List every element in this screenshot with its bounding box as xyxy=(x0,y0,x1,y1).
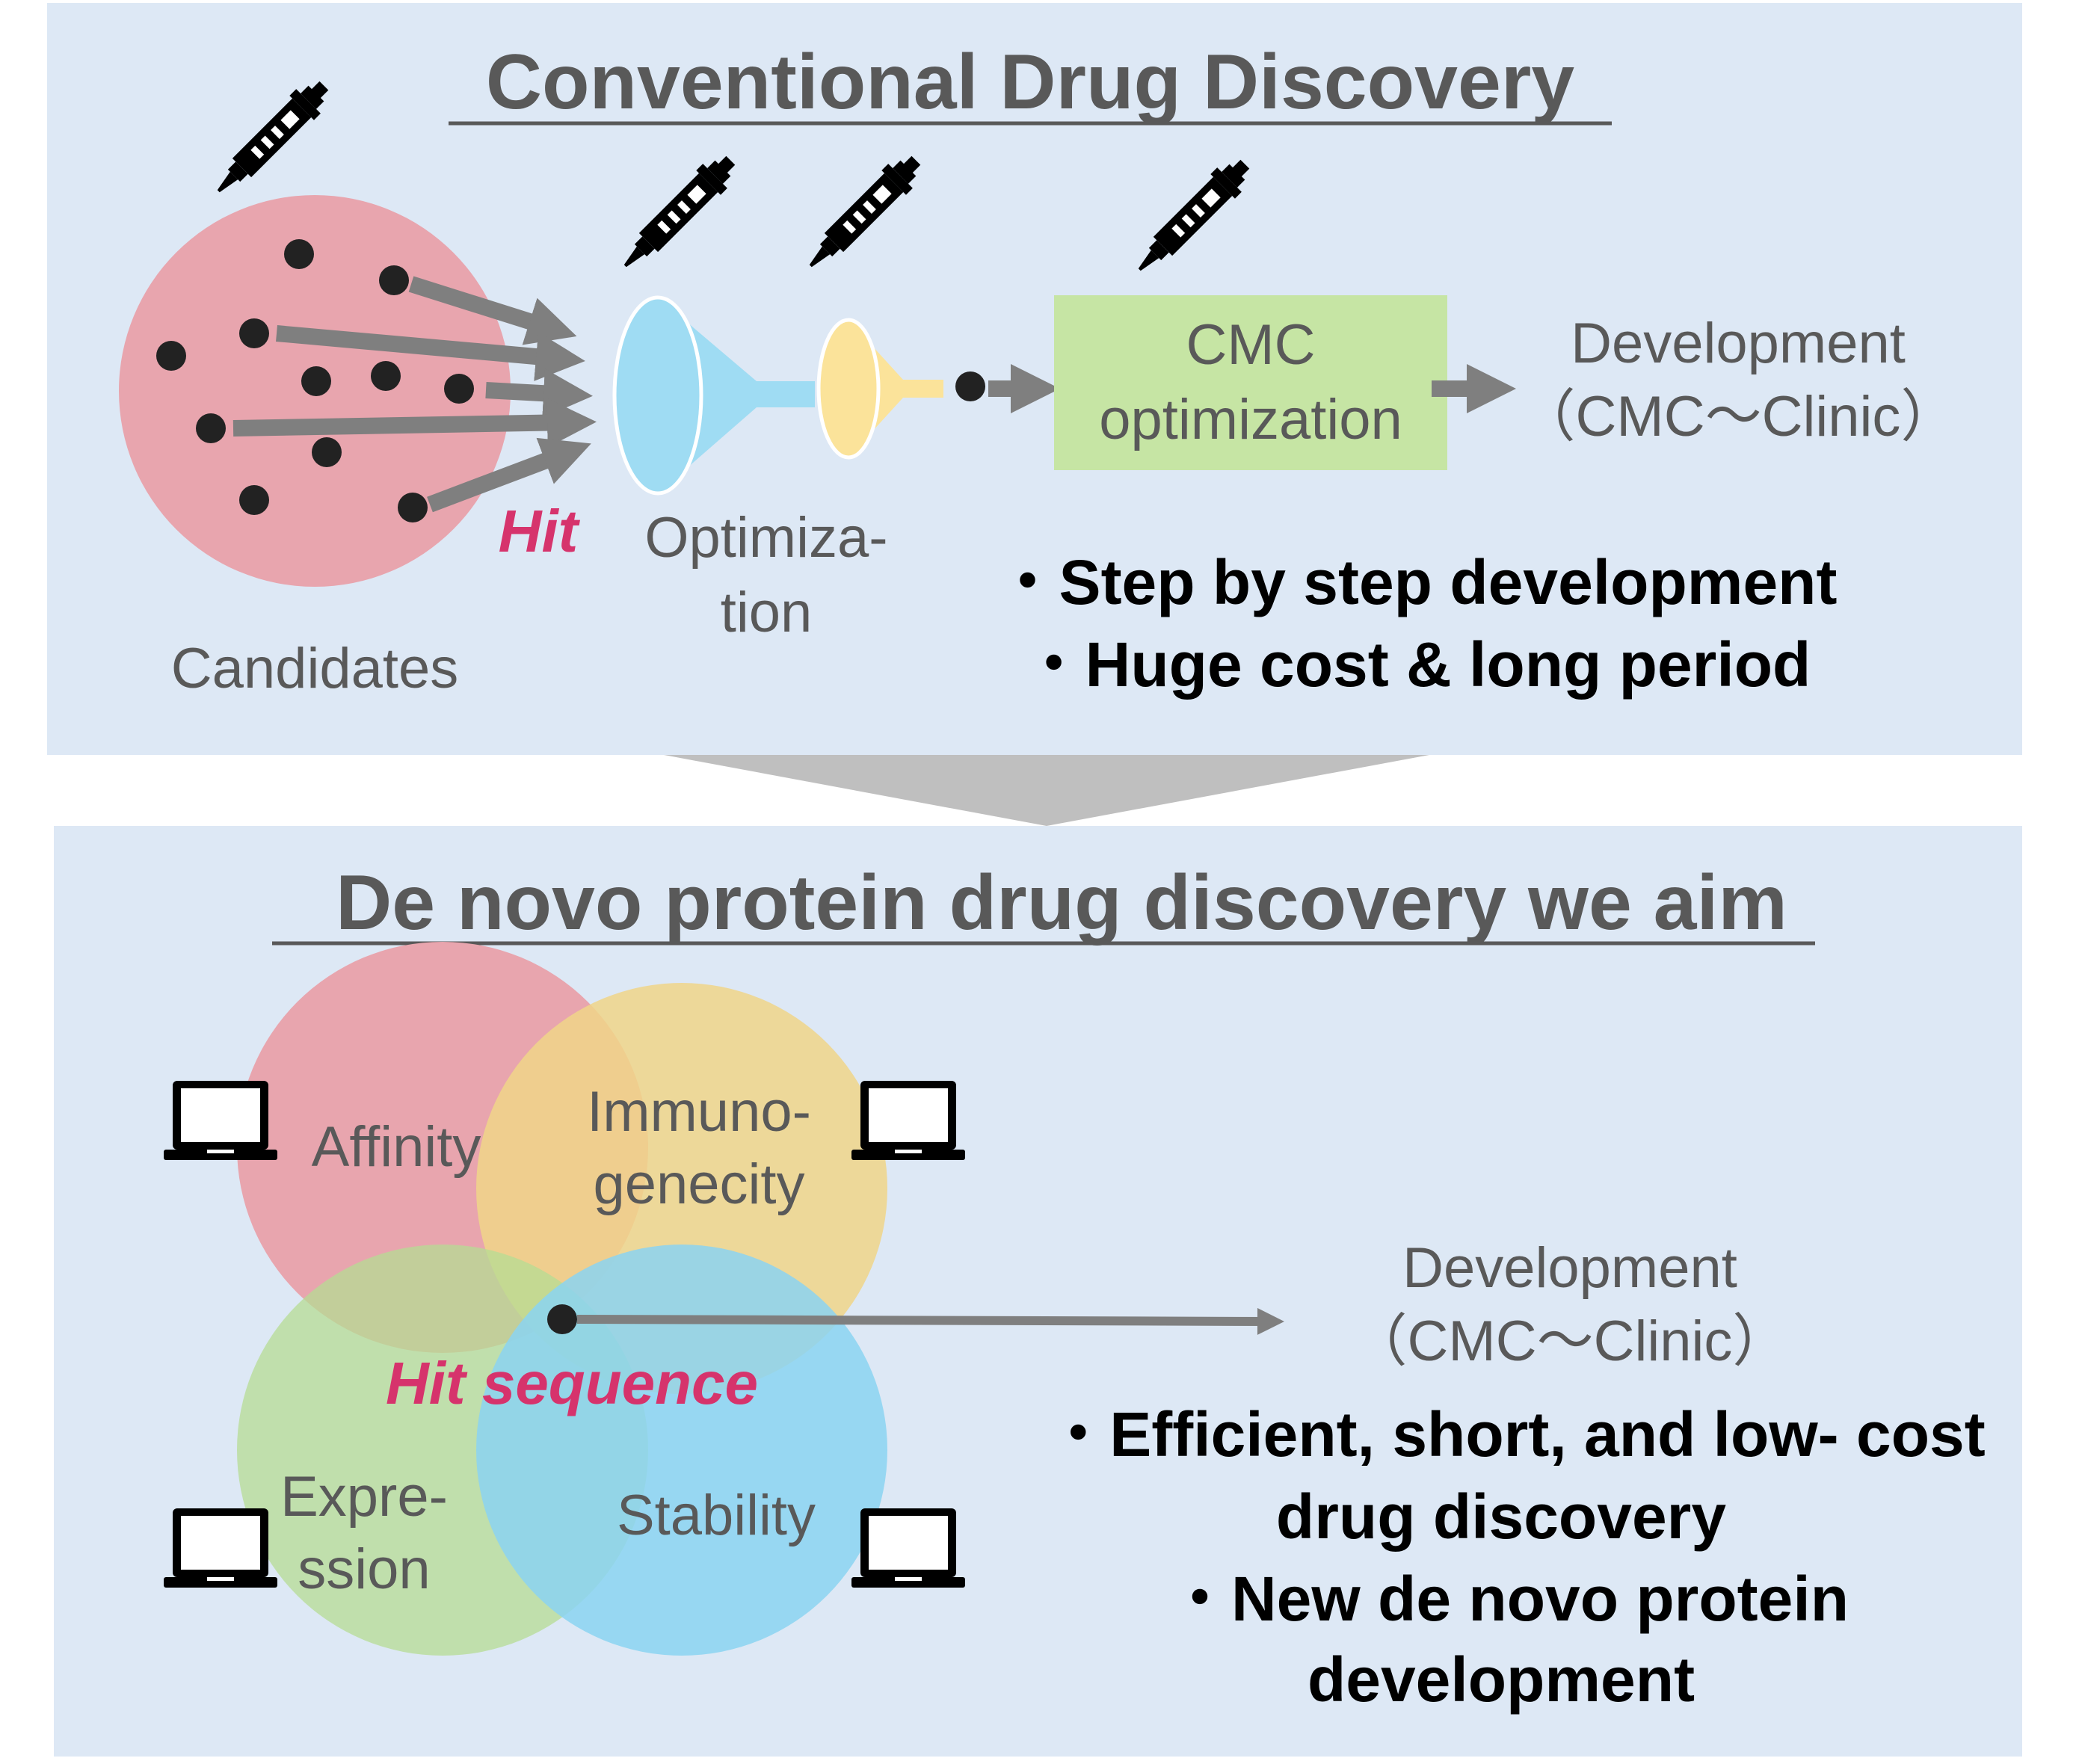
candidate-dot xyxy=(444,374,474,404)
expression-label-line2: ssion xyxy=(298,1538,430,1601)
hit-arrow xyxy=(276,325,585,381)
cmc-box-line2: optimization xyxy=(1099,388,1402,451)
laptop-icon xyxy=(164,1081,277,1160)
hit-sequence-dot xyxy=(547,1304,577,1334)
bottom-bullet-2-line1: ・New de novo protein xyxy=(1168,1564,1849,1634)
bottom-title: De novo protein drug discovery we aim xyxy=(336,860,1787,946)
bottom-bullet-2-line2: development xyxy=(1307,1644,1695,1715)
funnel-blue xyxy=(612,295,815,496)
affinity-label: Affinity xyxy=(312,1115,481,1179)
cmc-box xyxy=(1054,295,1447,470)
candidate-dots xyxy=(156,239,474,522)
top-bullet-1: ・Step by step development xyxy=(997,547,1838,617)
selected-hit-dot xyxy=(955,371,985,401)
top-title: Conventional Drug Discovery xyxy=(486,39,1574,126)
transition-arrow xyxy=(664,755,1429,826)
candidate-dot xyxy=(379,265,409,295)
candidate-dot xyxy=(371,361,401,391)
candidates-label: Candidates xyxy=(171,637,459,700)
bottom-bullet-1-line1: ・Efficient, short, and low- cost xyxy=(1047,1399,1985,1470)
hit-arrow xyxy=(485,368,593,419)
stability-circle xyxy=(476,1245,887,1656)
top-development-line2: （CMC～Clinic） xyxy=(1519,385,1958,448)
stability-label: Stability xyxy=(617,1484,816,1547)
immuno-label-line2: genecity xyxy=(593,1153,804,1216)
candidate-dot xyxy=(284,239,314,269)
top-development-line1: Development xyxy=(1571,312,1906,375)
candidate-dot xyxy=(398,493,428,522)
top-bullet-2: ・Huge cost & long period xyxy=(1023,629,1811,700)
laptop-icon xyxy=(851,1508,965,1588)
cmc-box-line1: CMC xyxy=(1186,313,1315,377)
bottom-development-line1: Development xyxy=(1402,1236,1737,1300)
hit-sequence-label: Hit sequence xyxy=(386,1350,758,1416)
bottom-bullet-1-line2: drug discovery xyxy=(1276,1481,1726,1552)
hit-arrow xyxy=(232,398,597,448)
laptop-icon xyxy=(851,1081,965,1160)
hit-label: Hit xyxy=(499,498,581,564)
funnel-yellow xyxy=(816,318,943,460)
optimization-label-line2: tion xyxy=(721,581,813,644)
laptop-icon xyxy=(164,1508,277,1588)
hit-arrows xyxy=(232,276,597,513)
candidate-dot xyxy=(239,485,269,515)
arrow-to-development-bottom xyxy=(576,1307,1284,1335)
hit-arrow xyxy=(408,276,577,345)
candidate-dot xyxy=(301,366,331,396)
candidate-dot xyxy=(312,437,342,467)
optimization-label-line1: Optimiza- xyxy=(644,506,887,570)
bottom-development-line2: （CMC～Clinic） xyxy=(1351,1310,1790,1373)
immuno-label-line1: Immuno- xyxy=(587,1080,811,1144)
venn-diagram xyxy=(237,942,887,1656)
hit-arrow xyxy=(427,437,591,513)
candidate-dot xyxy=(239,318,269,348)
expression-label-line1: Expre- xyxy=(280,1465,448,1529)
candidate-dot xyxy=(196,413,226,443)
candidate-dot xyxy=(156,341,186,371)
